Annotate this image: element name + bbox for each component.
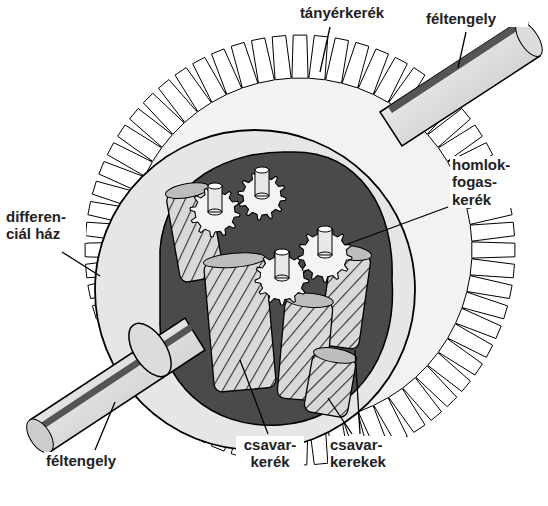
- gear-set: [164, 167, 372, 418]
- leader-lines: [62, 27, 466, 450]
- part-label: csavar- kerék: [236, 436, 304, 471]
- part-label: csavar- kerekek: [328, 436, 406, 471]
- half-shaft: [21, 316, 205, 457]
- part-label: féltengely: [424, 10, 528, 27]
- part-label: féltengely: [44, 452, 148, 469]
- half-shaft: [380, 17, 547, 146]
- part-label: tányérkerék: [286, 4, 398, 21]
- differential-housing: [95, 130, 415, 450]
- part-label: differen- ciál ház: [4, 208, 86, 243]
- part-label: homlok- fogas- kerék: [450, 156, 524, 208]
